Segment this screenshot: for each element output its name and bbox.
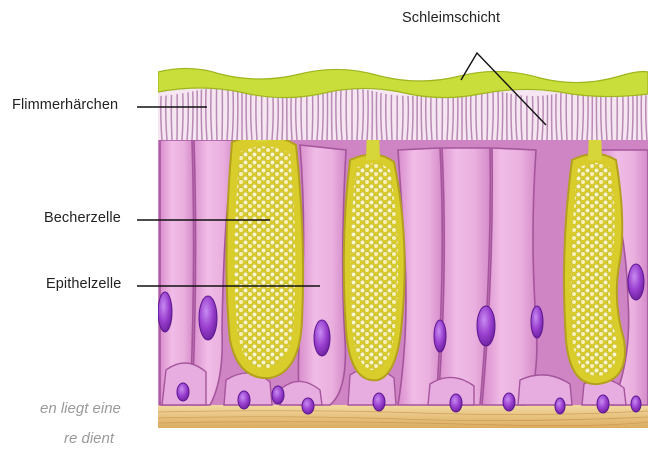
caption-line-1: en liegt eine [40, 400, 121, 417]
cilium [216, 88, 217, 140]
nucleus [628, 264, 644, 300]
cilium [547, 95, 548, 140]
cilium [436, 93, 437, 140]
cilium [312, 92, 313, 140]
nucleus [302, 398, 314, 414]
cilium [566, 92, 567, 140]
cilium [346, 88, 347, 140]
label-epithelzelle: Epithelzelle [46, 276, 121, 292]
nucleus [450, 394, 462, 412]
nucleus [158, 292, 172, 332]
cilium [532, 96, 533, 140]
cilium [171, 95, 172, 140]
cilium [577, 90, 578, 140]
nucleus [477, 306, 495, 346]
nucleus [177, 383, 189, 401]
cilium [201, 89, 202, 140]
nucleus [199, 296, 217, 340]
cilium [327, 90, 328, 140]
nucleus [597, 395, 609, 413]
nucleus [503, 393, 515, 411]
cilium [376, 92, 377, 140]
cilium [502, 92, 503, 140]
nucleus [238, 391, 250, 409]
nucleus [555, 398, 565, 414]
cilium [641, 95, 642, 140]
label-flimmerhaerchen: Flimmerhärchen [12, 97, 118, 113]
cilium [391, 95, 392, 140]
nucleus [314, 320, 330, 356]
basement-membrane [158, 405, 648, 430]
nucleus [373, 393, 385, 411]
nucleus [434, 320, 446, 352]
cilium [267, 95, 268, 140]
label-becherzelle: Becherzelle [44, 210, 121, 226]
cilium [237, 89, 238, 140]
nucleus [272, 386, 284, 404]
cilium [357, 89, 358, 140]
cilium [487, 89, 488, 140]
nucleus [631, 396, 641, 412]
cilium [282, 96, 283, 140]
cilium [421, 95, 422, 140]
label-schleimschicht: Schleimschicht [402, 10, 500, 26]
epithelial-cell [438, 148, 490, 405]
cilium [246, 91, 247, 140]
caption-line-2: re dient [64, 430, 114, 447]
epithelial-cell [298, 145, 346, 405]
nucleus [531, 306, 543, 338]
